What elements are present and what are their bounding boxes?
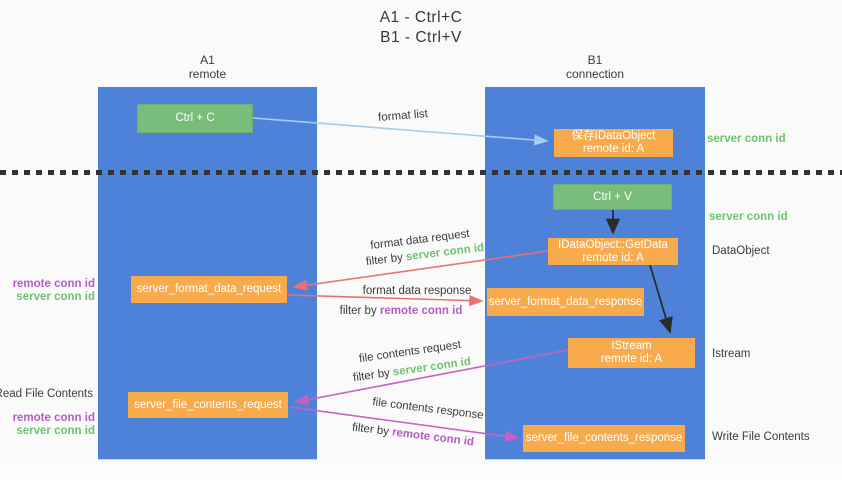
annotation-dataobject: DataObject: [712, 245, 770, 257]
arrow-label-filter-by-remote-conn-id-2: filter by remote conn id: [351, 422, 474, 449]
filter-by-text: filter by: [351, 421, 390, 438]
title-line-b1: B1 - Ctrl+V: [380, 29, 462, 46]
annotation-remote-conn-id-1: remote conn id: [12, 278, 95, 290]
node-server-format-data-request-label: server_format_data_request: [136, 283, 282, 295]
filter-by-text: filter by: [352, 367, 391, 385]
arrow-label-filter-by-remote-conn-id-1: filter by remote conn id: [340, 305, 463, 317]
arrow-label-format-data-response: format data response: [362, 285, 472, 297]
node-save-idataobject: 保存IDataObject remote id: A: [554, 129, 673, 157]
annotation-server-conn-id-top: server conn id: [707, 133, 786, 145]
remote-conn-id-text: remote conn id: [379, 305, 463, 317]
node-save-idataobject-line1: 保存IDataObject: [571, 130, 656, 142]
annotation-server-conn-id-1: server conn id: [16, 291, 95, 303]
diagram-title: A1 - Ctrl+C B1 - Ctrl+V: [0, 8, 842, 48]
annotation-server-conn-id-2: server conn id: [16, 425, 95, 437]
node-server-file-contents-request-label: server_file_contents_request: [134, 398, 282, 411]
node-server-file-contents-request: server_file_contents_request: [128, 392, 288, 418]
filter-by-text: filter by: [365, 251, 404, 269]
arrow-label-file-contents-response: file contents response: [371, 396, 485, 422]
annotation-conn-ids-file: remote conn id server conn id: [13, 412, 95, 438]
filter-by-text: filter by: [339, 305, 377, 317]
column-b1-sub: connection: [565, 67, 625, 81]
node-idataobject-getdata-line2: remote id: A: [582, 251, 644, 264]
node-save-idataobject-line2: remote id: A: [582, 143, 645, 155]
column-b1-name: B1: [587, 53, 603, 67]
node-server-format-data-request: server_format_data_request: [131, 276, 287, 303]
column-header-a1-remote: A1 remote: [98, 53, 317, 81]
node-ctrl-c-label: Ctrl + C: [175, 112, 215, 124]
node-idataobject-getdata: IDataObject::GetData remote id: A: [548, 238, 678, 265]
node-server-file-contents-response-label: server_file_contents_response: [525, 432, 683, 444]
server-conn-id-text: server conn id: [392, 355, 472, 379]
node-server-file-contents-response: server_file_contents_response: [523, 425, 685, 452]
column-a1-sub: remote: [188, 67, 227, 81]
annotation-server-conn-id-mid: server conn id: [709, 211, 788, 223]
node-ctrl-c: Ctrl + C: [137, 104, 253, 133]
node-server-format-data-response-label: server_format_data_response: [488, 295, 643, 308]
node-ctrl-v: Ctrl + V: [553, 184, 672, 210]
annotation-read-file-contents: Read File Contents: [0, 388, 93, 400]
remote-conn-id-text: remote conn id: [391, 426, 475, 449]
node-server-format-data-response: server_format_data_response: [487, 288, 644, 316]
node-istream-line2: remote id: A: [600, 353, 663, 365]
node-istream: IStream remote id: A: [568, 338, 695, 368]
annotation-conn-ids-format: remote conn id server conn id: [13, 278, 95, 304]
annotation-write-file-contents: Write File Contents: [712, 431, 810, 443]
node-istream-line1: IStream: [611, 340, 652, 352]
title-line-a1: A1 - Ctrl+C: [379, 9, 463, 26]
node-idataobject-getdata-line1: IDataObject::GetData: [558, 238, 668, 251]
column-a1-name: A1: [200, 53, 215, 67]
session-divider-dotted-line: [0, 170, 842, 175]
column-header-b1-connection: B1 connection: [485, 53, 705, 81]
annotation-remote-conn-id-2: remote conn id: [12, 412, 95, 424]
node-ctrl-v-label: Ctrl + V: [593, 190, 632, 203]
arrow-label-format-list: format list: [377, 108, 429, 124]
annotation-istream: Istream: [712, 348, 751, 360]
